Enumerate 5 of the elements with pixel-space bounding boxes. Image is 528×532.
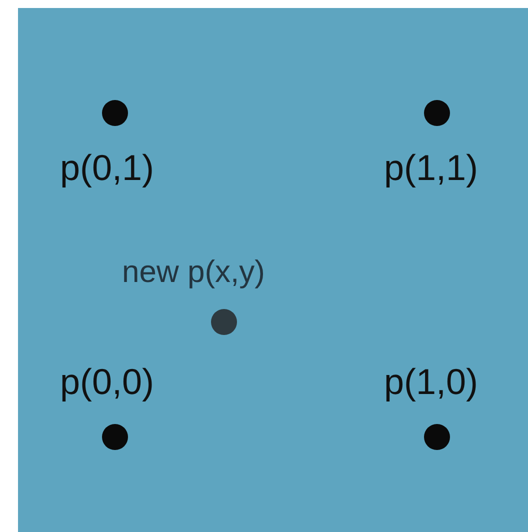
point-label: new p(x,y) — [122, 256, 265, 287]
point-label: p(0,0) — [60, 364, 154, 400]
point-label: p(1,0) — [384, 364, 478, 400]
point-label: p(0,1) — [60, 150, 154, 186]
point-label: p(1,1) — [384, 150, 478, 186]
